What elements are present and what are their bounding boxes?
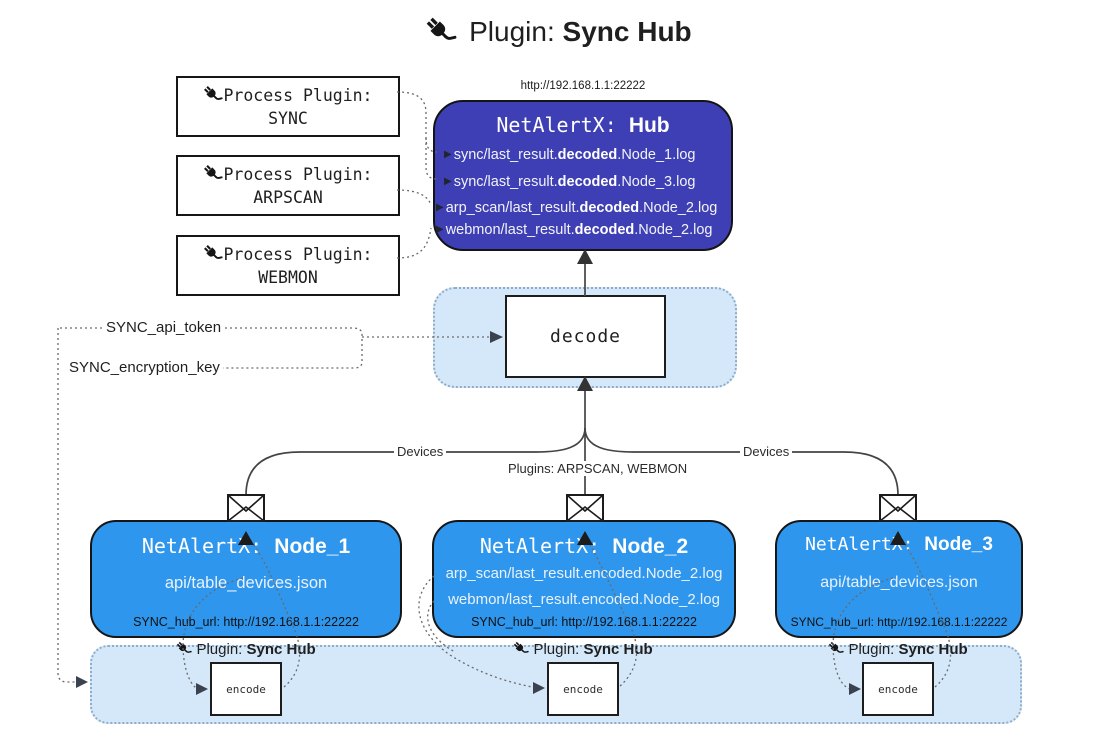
process-plugin-name: ARPSCAN: [253, 187, 323, 207]
plug-icon: [202, 242, 224, 264]
node-hub-url: SYNC_hub_url: http://192.168.1.1:22222: [790, 615, 1008, 629]
plug-icon: [423, 14, 458, 48]
node-title: NetAlertX: Node_3: [805, 534, 993, 555]
node-2-box[interactable]: NetAlertX: Node_2 arp_scan/last_result.e…: [432, 520, 736, 638]
node-1-box[interactable]: NetAlertX: Node_1 api/table_devices.json…: [90, 520, 402, 638]
hub-file-line: ▶sync/last_result.decoded.Node_1.log: [444, 146, 696, 163]
node-hub-url: SYNC_hub_url: http://192.168.1.1:22222: [133, 615, 359, 629]
plug-icon: [827, 640, 845, 657]
decode-label: decode: [549, 326, 622, 347]
encoder-3-label: Plugin: Sync Hub: [788, 640, 1008, 658]
hub-file-line: ▶arp_scan/last_result.decoded.Node_2.log: [436, 199, 718, 216]
encode-2-box[interactable]: encode: [547, 662, 619, 716]
encode-3-box[interactable]: encode: [862, 662, 934, 716]
page-title-label: Plugin:: [469, 16, 555, 47]
node-file: arp_scan/last_result.encoded.Node_2.log: [445, 565, 723, 582]
node-file: webmon/last_result.encoded.Node_2.log: [448, 591, 720, 608]
hub-file-line: ▶sync/last_result.decoded.Node_3.log: [444, 173, 696, 190]
process-plugin-name: SYNC: [268, 108, 308, 128]
encoder-2-label: Plugin: Sync Hub: [473, 640, 693, 658]
encode-label: encode: [563, 682, 603, 696]
plug-icon: [512, 640, 530, 657]
encode-label: encode: [226, 682, 266, 696]
page-title-name: Sync Hub: [562, 16, 692, 47]
process-plugin-label: Process Plugin:: [202, 242, 373, 266]
process-plugin-sync[interactable]: Process Plugin: SYNC: [176, 76, 400, 137]
page-title: Plugin: Sync Hub: [0, 14, 1117, 48]
node-title: NetAlertX: Node_1: [141, 534, 351, 558]
plug-icon: [202, 162, 224, 184]
plug-icon: [202, 83, 224, 105]
plug-icon: [175, 640, 193, 657]
hub-url: http://192.168.1.1:22222: [520, 80, 646, 92]
process-plugin-arpscan[interactable]: Process Plugin: ARPSCAN: [176, 155, 400, 216]
node-hub-url: SYNC_hub_url: http://192.168.1.1:22222: [471, 615, 697, 629]
arrowhead-icon: ▶: [444, 149, 452, 160]
encode-label: encode: [878, 682, 918, 696]
arrowhead-icon: ▶: [444, 176, 452, 187]
hub-title: NetAlertX: Hub: [496, 113, 670, 137]
node-file: api/table_devices.json: [820, 574, 978, 591]
decode-box[interactable]: decode: [505, 295, 666, 378]
process-plugin-label: Process Plugin:: [202, 83, 373, 107]
process-plugin-label: Process Plugin:: [202, 162, 373, 186]
process-plugin-webmon[interactable]: Process Plugin: WEBMON: [176, 235, 400, 296]
node-title: NetAlertX: Node_2: [479, 534, 689, 558]
arrowhead-icon: ▶: [436, 202, 444, 213]
node-3-box[interactable]: NetAlertX: Node_3 api/table_devices.json…: [775, 520, 1023, 638]
node-file: api/table_devices.json: [164, 574, 328, 592]
hub-file-line: ▶webmon/last_result.decoded.Node_2.log: [436, 221, 713, 238]
process-plugin-name: WEBMON: [258, 267, 318, 287]
hub-box[interactable]: NetAlertX: Hub ▶sync/last_result.decoded…: [433, 100, 733, 251]
arrowhead-icon: ▶: [436, 224, 444, 235]
encode-1-box[interactable]: encode: [210, 662, 282, 716]
encoder-1-label: Plugin: Sync Hub: [136, 640, 356, 658]
